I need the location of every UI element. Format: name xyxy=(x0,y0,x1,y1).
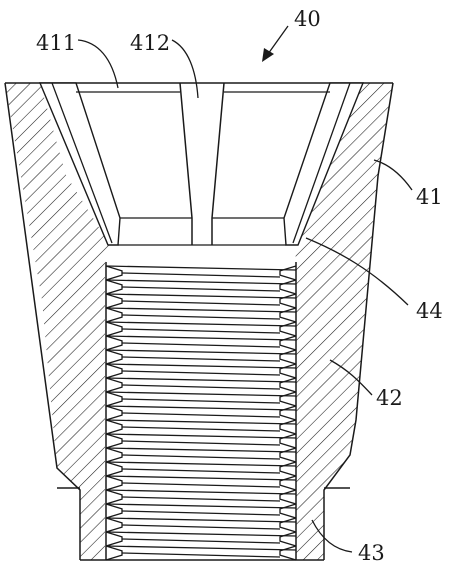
thread-root-line xyxy=(105,545,297,551)
thread-tooth-right xyxy=(279,489,297,505)
thread-crest-line xyxy=(121,272,281,278)
thread-crest-line xyxy=(121,482,281,488)
label-412: 412 xyxy=(130,31,170,55)
thread-tooth-right xyxy=(279,405,297,421)
thread-tooth-right xyxy=(279,307,297,323)
thread-crest-line xyxy=(121,356,281,362)
thread-crest-line xyxy=(121,510,281,516)
thread-root-line xyxy=(105,279,297,285)
label-411: 411 xyxy=(36,31,76,55)
thread-crest-line xyxy=(121,370,281,376)
thread-root-line xyxy=(105,349,297,355)
thread-root-line xyxy=(105,335,297,341)
thread-crest-line xyxy=(121,426,281,432)
thread-crest-line xyxy=(121,314,281,320)
label-43: 43 xyxy=(358,541,385,565)
collet-insert xyxy=(38,82,365,246)
thread-tooth-right xyxy=(279,531,297,547)
label-42: 42 xyxy=(376,386,403,410)
threaded-bore xyxy=(105,262,297,561)
label-44: 44 xyxy=(416,299,443,323)
leader-40 xyxy=(267,25,289,55)
thread-tooth-right xyxy=(279,265,297,281)
thread-root-line xyxy=(105,503,297,509)
thread-tooth-right xyxy=(279,349,297,365)
thread-tooth-right xyxy=(279,377,297,393)
leader-43 xyxy=(311,519,353,553)
thread-crest-line xyxy=(121,538,281,544)
arrow-head-40 xyxy=(262,48,274,62)
thread-crest-line xyxy=(121,398,281,404)
thread-tooth-right xyxy=(279,419,297,435)
thread-tooth-right xyxy=(279,279,297,295)
thread-root-line xyxy=(105,321,297,327)
outer-outline xyxy=(4,82,394,561)
thread-tooth-right xyxy=(279,391,297,407)
thread-crest-line xyxy=(121,552,281,558)
thread-root-line xyxy=(105,307,297,313)
thread-tooth-right xyxy=(279,447,297,463)
thread-root-line xyxy=(105,461,297,467)
leader-lines xyxy=(77,25,413,553)
thread-crest-line xyxy=(121,468,281,474)
thread-tooth-right xyxy=(279,517,297,533)
thread-crest-line xyxy=(121,286,281,292)
thread-tooth-right xyxy=(279,475,297,491)
thread-root-line xyxy=(105,531,297,537)
label-41: 41 xyxy=(416,185,443,209)
thread-root-line xyxy=(105,517,297,523)
thread-crest-line xyxy=(121,440,281,446)
thread-tooth-right xyxy=(279,293,297,309)
thread-crest-line xyxy=(121,454,281,460)
thread-root-line xyxy=(105,391,297,397)
thread-root-line xyxy=(105,377,297,383)
thread-crest-line xyxy=(121,384,281,390)
thread-tooth-right xyxy=(279,461,297,477)
thread-crest-line xyxy=(121,496,281,502)
thread-crest-line xyxy=(121,342,281,348)
leader-41 xyxy=(373,159,413,191)
leader-412 xyxy=(171,39,199,99)
thread-root-line xyxy=(105,293,297,299)
thread-tooth-right xyxy=(279,321,297,337)
thread-root-line xyxy=(105,447,297,453)
thread-root-line xyxy=(105,475,297,481)
thread-tooth-right xyxy=(279,433,297,449)
leader-411 xyxy=(77,39,119,89)
reference-labels: 40 411 412 41 44 42 43 xyxy=(36,7,443,565)
thread-crest-line xyxy=(121,412,281,418)
thread-tooth-right xyxy=(279,363,297,379)
thread-crest-line xyxy=(121,300,281,306)
thread-root-line xyxy=(105,433,297,439)
thread-root-line xyxy=(105,405,297,411)
thread-root-line xyxy=(105,363,297,369)
leader-42 xyxy=(329,359,373,396)
thread-crest-line xyxy=(121,328,281,334)
thread-root-line xyxy=(105,265,297,271)
label-40: 40 xyxy=(294,7,321,31)
leader-44 xyxy=(305,237,409,306)
thread-root-line xyxy=(105,489,297,495)
thread-tooth-right xyxy=(279,335,297,351)
thread-crest-line xyxy=(121,524,281,530)
thread-root-line xyxy=(105,419,297,425)
thread-tooth-right xyxy=(279,503,297,519)
thread-tooth-right xyxy=(279,545,297,561)
